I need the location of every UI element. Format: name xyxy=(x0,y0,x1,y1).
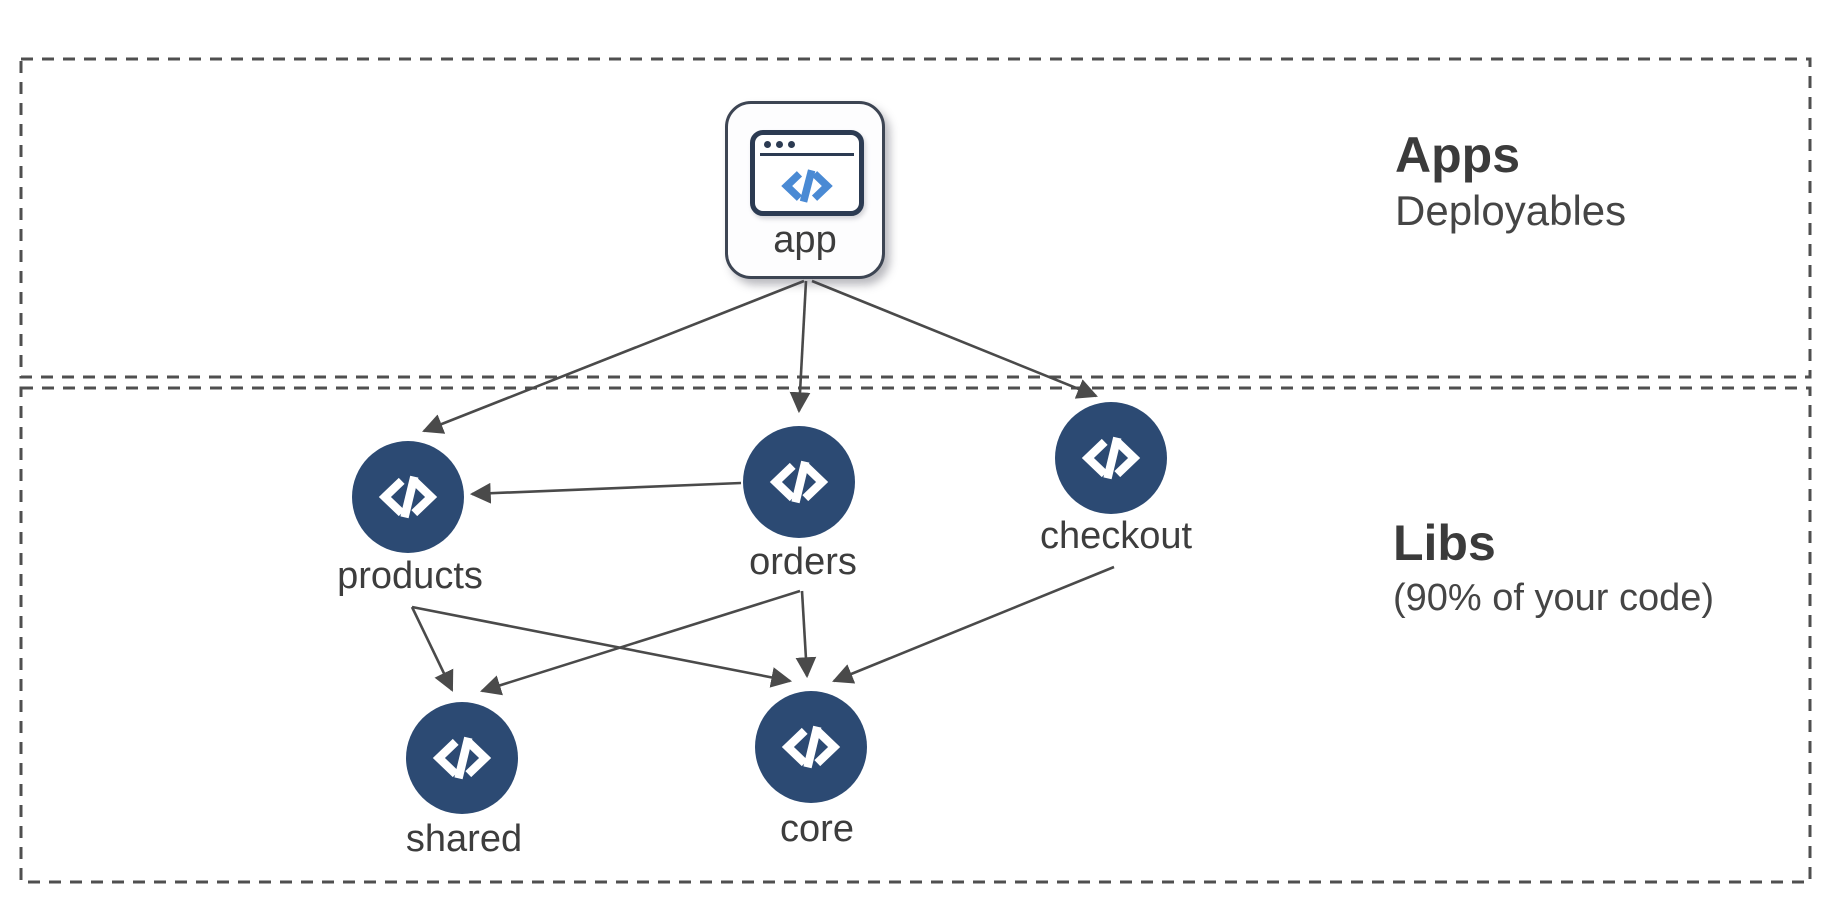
libs-region-title: Libs xyxy=(1393,515,1496,571)
node-checkout xyxy=(1055,402,1167,514)
edge-orders-shared xyxy=(480,589,801,696)
edge-products-shared xyxy=(410,606,454,692)
code-icon xyxy=(769,460,829,504)
edge-products-core xyxy=(411,605,793,688)
code-glyph-icon xyxy=(781,169,833,203)
edge-orders-products xyxy=(469,481,742,504)
browser-dot-icon xyxy=(776,141,783,148)
edge-app-orders xyxy=(789,280,811,414)
browser-window-icon xyxy=(750,130,864,216)
browser-dot-icon xyxy=(788,141,795,148)
node-core xyxy=(755,691,867,803)
edge-app-checkout xyxy=(811,279,1098,399)
node-products xyxy=(352,441,464,553)
edge-checkout-core xyxy=(832,565,1115,684)
node-app: app xyxy=(725,101,885,279)
node-shared xyxy=(406,702,518,814)
node-core-label: core xyxy=(780,808,854,850)
code-icon xyxy=(1081,436,1141,480)
apps-region-title: Apps xyxy=(1395,127,1520,183)
node-app-label: app xyxy=(773,219,837,261)
libs-region-border xyxy=(19,386,1812,884)
node-orders xyxy=(743,426,855,538)
browser-toolbar-divider xyxy=(760,153,854,156)
code-icon xyxy=(432,736,492,780)
edge-app-products xyxy=(422,279,805,434)
browser-dots-icon xyxy=(764,141,795,148)
edge-orders-core xyxy=(795,590,817,679)
node-products-label: products xyxy=(337,555,483,597)
apps-region-border xyxy=(19,57,1812,379)
node-checkout-label: checkout xyxy=(1039,515,1193,557)
browser-dot-icon xyxy=(764,141,771,148)
code-icon xyxy=(781,725,841,769)
code-icon xyxy=(378,475,438,519)
apps-region-subtitle: Deployables xyxy=(1395,187,1627,234)
node-shared-label: shared xyxy=(405,818,523,860)
node-orders-label: orders xyxy=(749,541,857,583)
libs-region-subtitle: (90% of your code) xyxy=(1393,577,1715,619)
